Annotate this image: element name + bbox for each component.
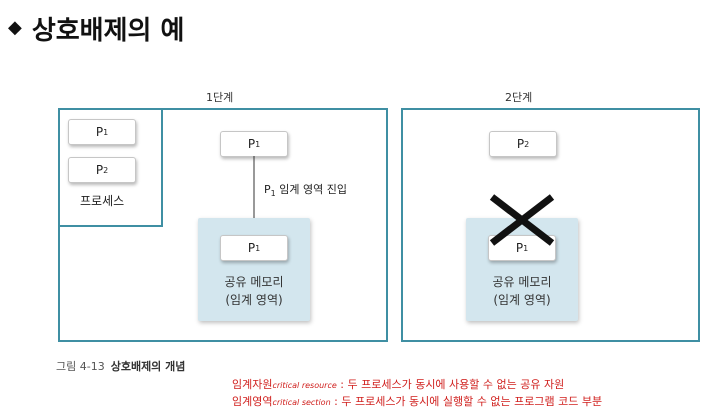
step1-arrow-label: P1 임계 영역 진입 (264, 181, 347, 198)
step2-memory-process-letter: P (515, 241, 524, 255)
step2-memory-line1: 공유 메모리 (492, 275, 552, 289)
process-p2-sub: 2 (103, 165, 109, 175)
slide-title-text: 상호배제의 예 (31, 15, 185, 46)
step1-memory-process-letter: P (247, 241, 256, 255)
step2-memory-line2: (임계 영역) (493, 293, 551, 307)
cross-icon-stroke-b (489, 194, 555, 246)
step2-top-process-letter: P (516, 137, 525, 151)
step1-label: 1단계 (206, 91, 234, 104)
slide-title: ◆ 상호배제의 예 (8, 10, 184, 46)
note-critical-section: 임계영역critical section : 두 프로세스가 동시에 실행할 수… (232, 393, 602, 409)
figure-caption-title: 상호배제의 개념 (110, 360, 186, 373)
note2-term: 임계영역 (232, 395, 273, 408)
note1-text: : 두 프로세스가 동시에 사용할 수 없는 공유 자원 (336, 378, 565, 391)
process-p1-letter: P (95, 125, 104, 139)
step1-top-process-letter: P (247, 137, 256, 151)
note-critical-resource: 임계자원critical resource : 두 프로세스가 동시에 사용할 … (232, 376, 564, 392)
figure-caption: 그림 4-13 상호배제의 개념 (56, 358, 185, 374)
note2-english: critical section (272, 398, 331, 407)
diamond-bullet-icon: ◆ (8, 17, 22, 38)
process-p2-letter: P (95, 163, 104, 177)
figure-caption-number: 그림 4-13 (56, 360, 105, 373)
note1-english: critical resource (272, 381, 337, 390)
step2-memory-process-sub: 1 (523, 243, 529, 253)
process-p1-sub: 1 (103, 127, 109, 137)
step2-label: 2단계 (505, 91, 533, 104)
arrow-label-sub: 1 (270, 189, 276, 199)
arrow-label-text: 임계 영역 진입 (275, 183, 347, 196)
step1-memory-line1: 공유 메모리 (224, 275, 284, 289)
step1-memory-process-sub: 1 (255, 243, 261, 253)
step1-top-process-sub: 1 (255, 139, 261, 149)
process-group-label: 프로세스 (80, 194, 125, 208)
step1-memory-line2: (임계 영역) (225, 293, 283, 307)
note2-text: : 두 프로세스가 동시에 실행할 수 없는 프로그램 코드 부분 (330, 395, 603, 408)
note1-term: 임계자원 (232, 378, 273, 391)
step2-top-process-sub: 2 (524, 139, 530, 149)
arrow-label-p: P (264, 183, 271, 196)
